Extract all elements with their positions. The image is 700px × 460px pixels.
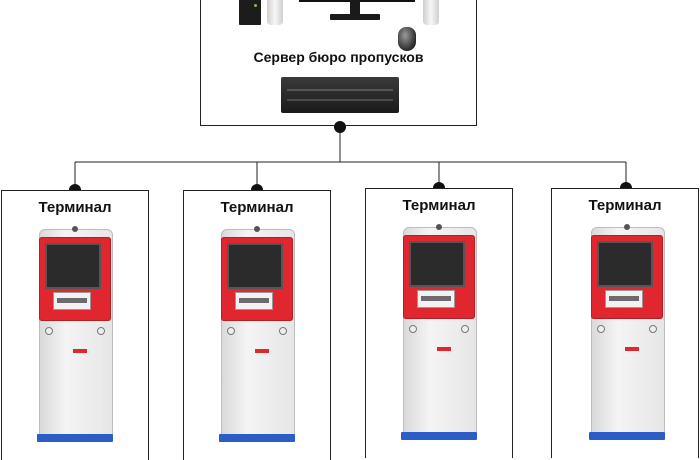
mouse-icon xyxy=(398,27,416,51)
terminal-box-4: Терминал xyxy=(551,188,699,458)
kiosk-icon xyxy=(399,223,479,449)
junction-dot-server xyxy=(334,121,346,133)
connector-lines xyxy=(74,127,627,190)
terminal-box-3: Терминал xyxy=(365,188,513,458)
terminal-label: Терминал xyxy=(38,199,112,216)
monitor-stand-icon xyxy=(350,0,360,15)
terminal-box-1: Терминал xyxy=(1,190,149,460)
speaker-icon xyxy=(423,0,439,25)
kiosk-screen xyxy=(597,241,653,287)
kiosk-icon xyxy=(587,223,667,449)
kiosk-card-slot xyxy=(605,290,643,308)
kiosk-card-slot xyxy=(417,290,455,308)
kiosk-card-slot xyxy=(235,292,273,310)
terminal-box-2: Терминал xyxy=(183,190,331,460)
kiosk-screen xyxy=(45,243,101,289)
kiosk-screen xyxy=(227,243,283,289)
kiosk-icon xyxy=(217,225,297,451)
terminal-label: Терминал xyxy=(402,197,476,214)
terminal-label: Терминал xyxy=(220,199,294,216)
server-rack-icon xyxy=(281,77,399,113)
speaker-icon xyxy=(267,0,283,25)
pc-tower-icon xyxy=(239,0,261,25)
server-title: Сервер бюро пропусков xyxy=(253,49,424,65)
monitor-base-icon xyxy=(330,14,380,20)
kiosk-icon xyxy=(35,225,115,451)
kiosk-card-slot xyxy=(53,292,91,310)
terminal-label: Терминал xyxy=(588,197,662,214)
kiosk-screen xyxy=(409,241,465,287)
server-box: Сервер бюро пропусков xyxy=(200,0,477,126)
